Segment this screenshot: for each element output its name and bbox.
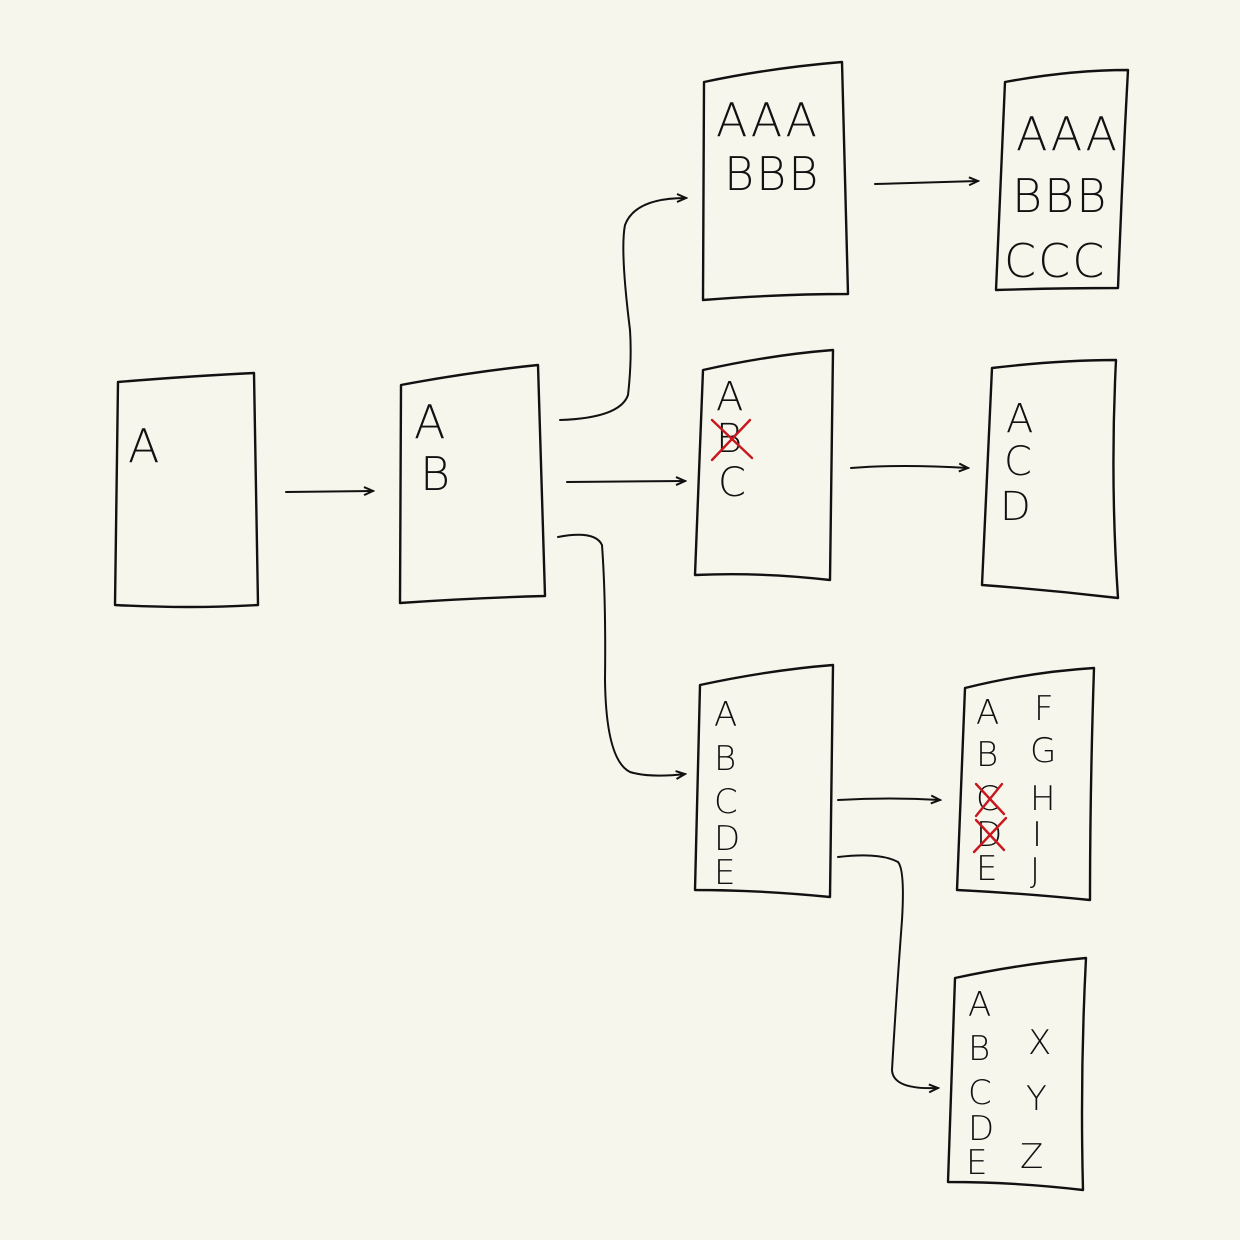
low-line-4: D (714, 819, 740, 859)
arrow-low-to-low-right (837, 799, 940, 801)
page-box-1: A (113, 371, 260, 609)
arrow-b2-to-low (557, 533, 685, 776)
mid-right-line-3: D (1000, 484, 1031, 530)
page-box-top: AAA BBB (701, 60, 850, 302)
arrow-b1-to-b2 (285, 491, 373, 492)
low-right-left-1: A (976, 693, 999, 733)
low-right-right-4: I (1032, 815, 1042, 855)
low-right-left-5: E (976, 849, 997, 889)
low-line-1: A (714, 695, 737, 735)
low-right-right-3: H (1030, 779, 1056, 819)
low-right-left-2: B (976, 735, 998, 775)
top-right-line-2: BBB (1012, 169, 1108, 223)
strike-mark (710, 418, 754, 462)
arrow-b2-to-mid (566, 481, 685, 482)
strike-mark (972, 782, 1008, 854)
page-box-top-right: AAA BBB CCC (994, 68, 1130, 292)
box-2-line-1: A (414, 395, 447, 449)
page-box-low-right: A B C D E F G H I J (955, 666, 1096, 902)
mid-line-2: B (716, 416, 742, 462)
low-right-right-2: G (1030, 731, 1056, 771)
page-box-mid: A B C (693, 348, 835, 582)
bottom-left-4: D (968, 1109, 994, 1149)
mid-right-line-1: A (1006, 396, 1033, 442)
low-line-5: E (714, 853, 735, 893)
top-right-line-3: CCC (1004, 234, 1106, 288)
bottom-right-1: X (1028, 1023, 1051, 1063)
page-box-mid-right: A C D (980, 358, 1120, 600)
page-box-bottom: A B C D E X Y Z (946, 956, 1088, 1192)
bottom-right-3: Z (1020, 1137, 1043, 1177)
low-line-3: C (714, 782, 738, 822)
arrow-top-to-top-right (874, 181, 978, 184)
bottom-right-2: Y (1026, 1079, 1047, 1119)
arrow-low-to-bottom (837, 854, 938, 1088)
page-box-low: A B C D E (693, 663, 835, 899)
page-box-2: A B (398, 363, 547, 605)
bottom-left-5: E (966, 1143, 987, 1183)
bottom-left-2: B (968, 1029, 990, 1069)
mid-right-line-2: C (1004, 439, 1032, 485)
mid-line-1: A (716, 374, 743, 420)
top-line-2: BBB (724, 147, 820, 201)
box-2-line-2: B (420, 447, 452, 501)
bottom-left-1: A (968, 985, 991, 1025)
top-right-line-1: AAA (1016, 107, 1119, 161)
top-line-1: AAA (716, 93, 819, 147)
arrow-mid-to-mid-right (850, 466, 968, 468)
mid-line-3: C (718, 460, 746, 506)
low-line-2: B (714, 739, 736, 779)
arrow-b2-to-top (559, 198, 686, 421)
low-right-right-5: J (1030, 851, 1040, 891)
low-right-right-1: F (1034, 689, 1054, 729)
box-1-line-1: A (128, 419, 161, 473)
bottom-left-3: C (968, 1073, 992, 1113)
